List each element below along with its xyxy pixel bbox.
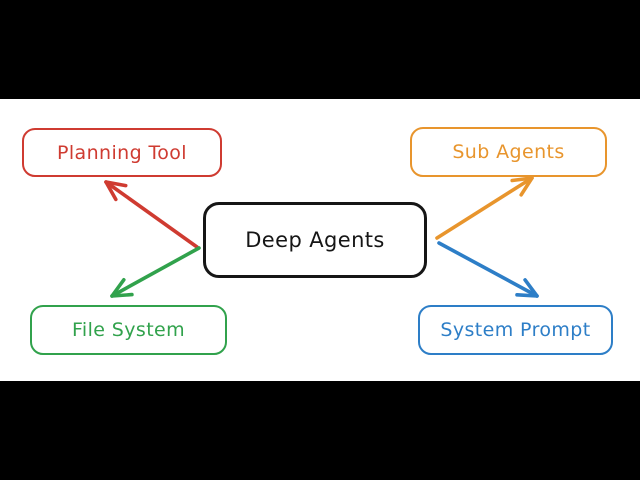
diagram-canvas: Planning Tool Sub Agents Deep Agents Fil…	[0, 99, 640, 381]
node-system-prompt-label: System Prompt	[440, 319, 591, 341]
arrow-file-system	[110, 246, 201, 298]
arrow-sub-agents	[435, 176, 534, 240]
node-planning-tool: Planning Tool	[22, 128, 222, 177]
node-deep-agents: Deep Agents	[203, 202, 427, 278]
node-file-system-label: File System	[71, 319, 186, 341]
letterbox-top	[0, 0, 640, 99]
node-system-prompt: System Prompt	[418, 305, 613, 355]
node-deep-agents-label: Deep Agents	[245, 228, 385, 252]
arrow-system-prompt	[437, 241, 539, 298]
node-sub-agents: Sub Agents	[410, 127, 607, 177]
node-planning-tool-label: Planning Tool	[57, 141, 187, 164]
node-sub-agents-label: Sub Agents	[452, 141, 565, 163]
arrow-planning-tool	[104, 180, 199, 249]
letterbox-bottom	[0, 381, 640, 480]
node-file-system: File System	[30, 305, 227, 355]
